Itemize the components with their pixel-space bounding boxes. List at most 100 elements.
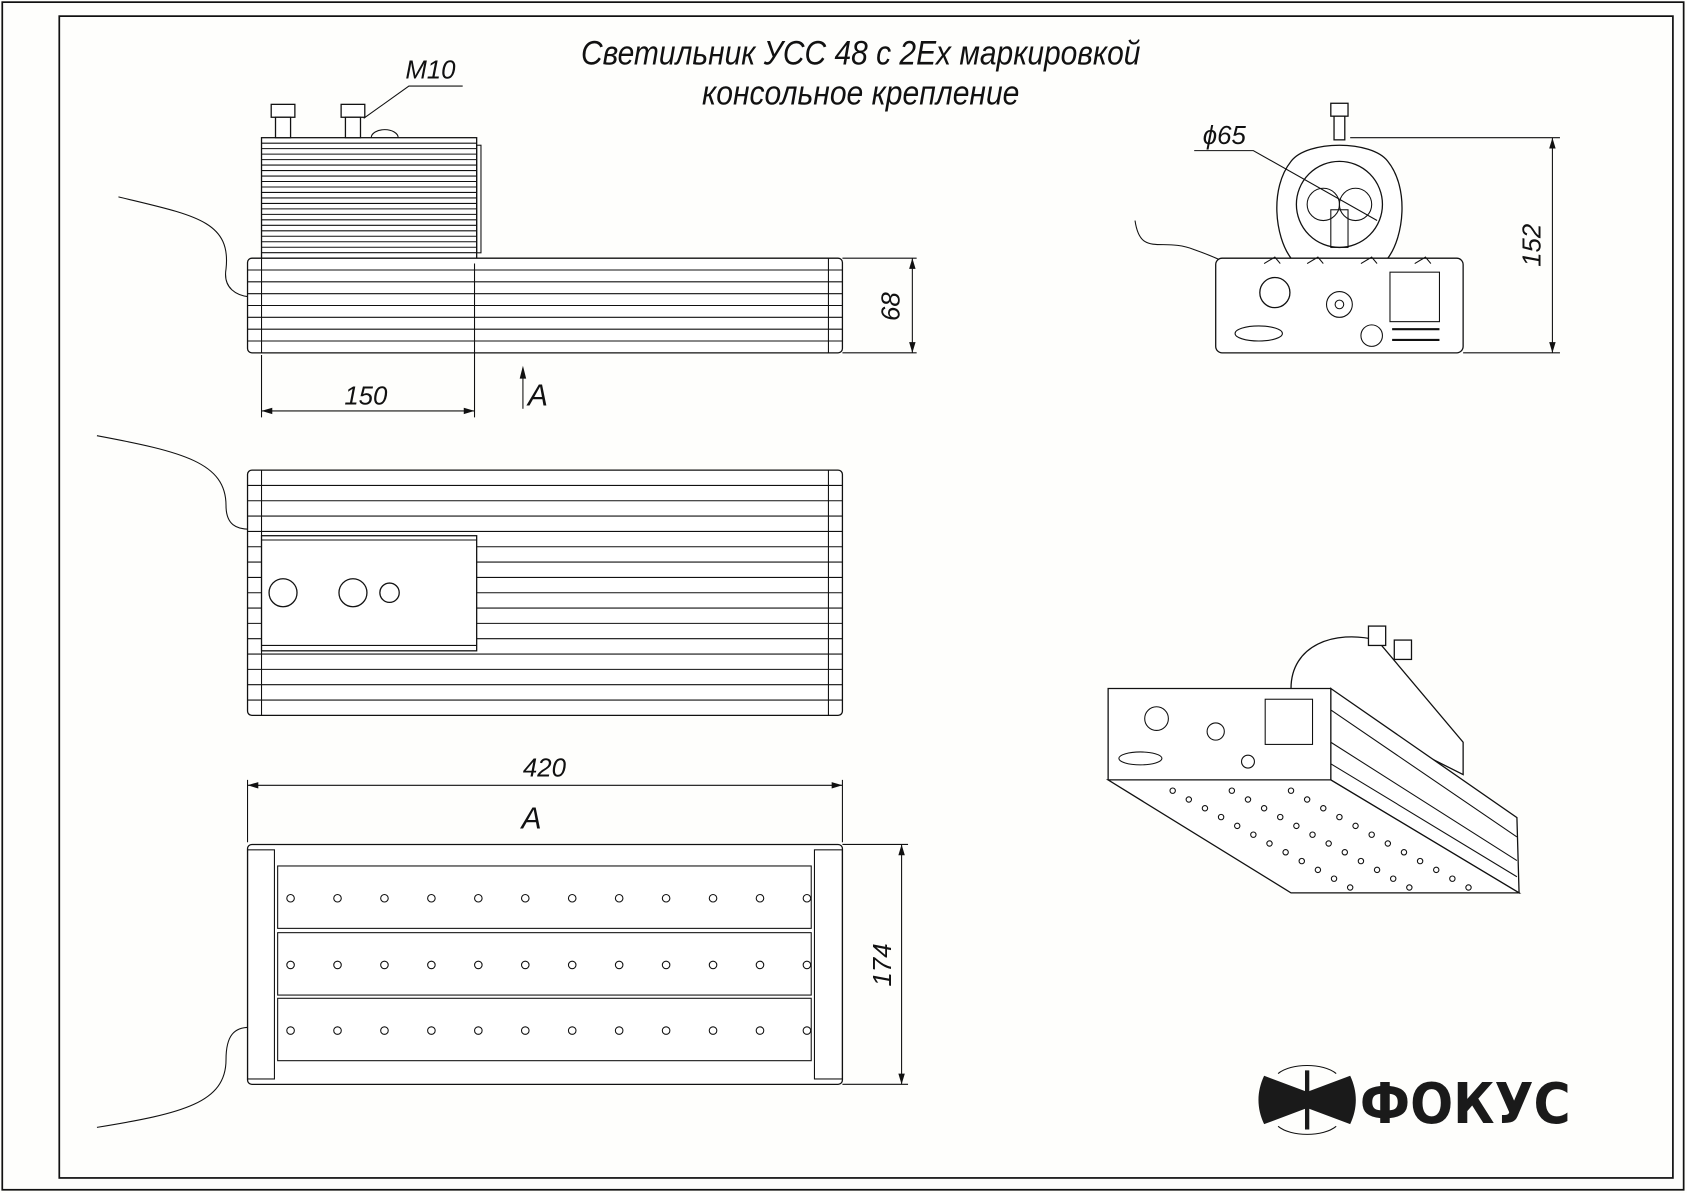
led <box>1314 866 1322 874</box>
led <box>1336 813 1343 821</box>
led <box>1185 796 1193 803</box>
cable-gland-1 <box>268 578 298 608</box>
cable <box>96 1026 250 1128</box>
led <box>708 960 718 970</box>
led <box>661 1026 671 1035</box>
led <box>1416 857 1424 865</box>
led <box>567 960 577 970</box>
label-plate <box>1264 698 1314 745</box>
plate-teeth <box>1263 256 1432 265</box>
ground-screw <box>1360 324 1383 347</box>
bottom-view: 420 A 174 <box>96 755 909 1128</box>
led-board <box>277 997 812 1062</box>
led <box>1277 813 1284 821</box>
led-board <box>277 865 812 929</box>
driver-cap <box>476 144 482 254</box>
side-view: M10 68 150 A <box>118 57 917 418</box>
front-plate <box>1107 687 1332 781</box>
led <box>755 960 765 970</box>
led <box>1325 840 1332 847</box>
led <box>520 893 530 903</box>
led <box>333 893 342 903</box>
top-bolt <box>1330 102 1349 117</box>
driver-length-dim: 150 <box>344 382 388 410</box>
led <box>1309 831 1316 838</box>
bolt-1 <box>270 103 296 139</box>
led <box>1228 787 1236 794</box>
driver-cylinder <box>1290 636 1464 776</box>
led <box>380 1026 389 1035</box>
led <box>1260 805 1268 812</box>
vent-plug <box>379 582 400 604</box>
led <box>1433 866 1440 874</box>
led <box>333 1026 342 1035</box>
led <box>802 1026 812 1035</box>
led <box>333 960 342 970</box>
led <box>1389 875 1397 882</box>
length-dim-lines <box>247 779 843 843</box>
led <box>1373 866 1381 874</box>
iso-led-rows <box>1169 787 1472 891</box>
title-block: Светильник УСС 48 с 2Ех маркировкой конс… <box>581 35 1140 113</box>
diameter-dim: ϕ65 <box>1203 122 1247 150</box>
led <box>567 893 577 903</box>
led <box>661 960 671 970</box>
vent-plug <box>370 129 399 138</box>
led <box>1352 822 1359 830</box>
led-rows <box>277 865 812 1062</box>
led <box>427 1026 436 1035</box>
led <box>1233 822 1241 830</box>
isometric-view <box>1105 625 1522 895</box>
top-view <box>96 435 844 717</box>
led <box>1169 787 1176 794</box>
led <box>1400 849 1408 856</box>
body-fins <box>247 269 843 342</box>
thread-label: M10 <box>405 57 456 85</box>
brand-emblem <box>1118 751 1163 766</box>
driver-fins <box>261 142 477 254</box>
height-dim-lines <box>842 257 917 354</box>
bolt-2 <box>340 103 366 139</box>
view-label: A <box>519 802 541 835</box>
led <box>380 893 389 903</box>
led <box>286 1026 295 1035</box>
led <box>614 960 624 970</box>
led <box>520 960 530 970</box>
led <box>708 1026 718 1035</box>
led <box>614 893 624 903</box>
led <box>380 960 389 970</box>
led <box>567 1026 577 1035</box>
drawing-frame <box>58 15 1674 1179</box>
led <box>1465 884 1472 891</box>
led <box>520 1026 530 1035</box>
led <box>614 1026 624 1035</box>
led <box>1266 840 1273 847</box>
led <box>474 893 483 903</box>
led-board <box>277 932 812 996</box>
led <box>1384 840 1392 847</box>
led <box>474 960 483 970</box>
view-arrow-label: A <box>526 380 548 413</box>
led <box>427 893 436 903</box>
led <box>1293 822 1300 830</box>
driver-length-dim-lines <box>260 263 476 418</box>
led <box>286 960 295 970</box>
label-plate <box>1389 271 1440 323</box>
led <box>286 893 295 903</box>
led <box>1368 831 1375 838</box>
led <box>1303 796 1311 803</box>
logo-arcs-icon <box>1277 1065 1337 1135</box>
led <box>802 893 812 903</box>
cable-gland-2 <box>338 578 368 608</box>
title-line-2: консольное крепление <box>702 74 1019 112</box>
led <box>1406 884 1413 891</box>
led <box>1346 884 1354 891</box>
m10-leader <box>363 85 463 119</box>
diameter-leader <box>1194 150 1378 221</box>
vent-plug <box>1325 290 1353 318</box>
led <box>802 960 812 970</box>
led <box>755 1026 765 1035</box>
width-dim: 174 <box>869 943 897 986</box>
